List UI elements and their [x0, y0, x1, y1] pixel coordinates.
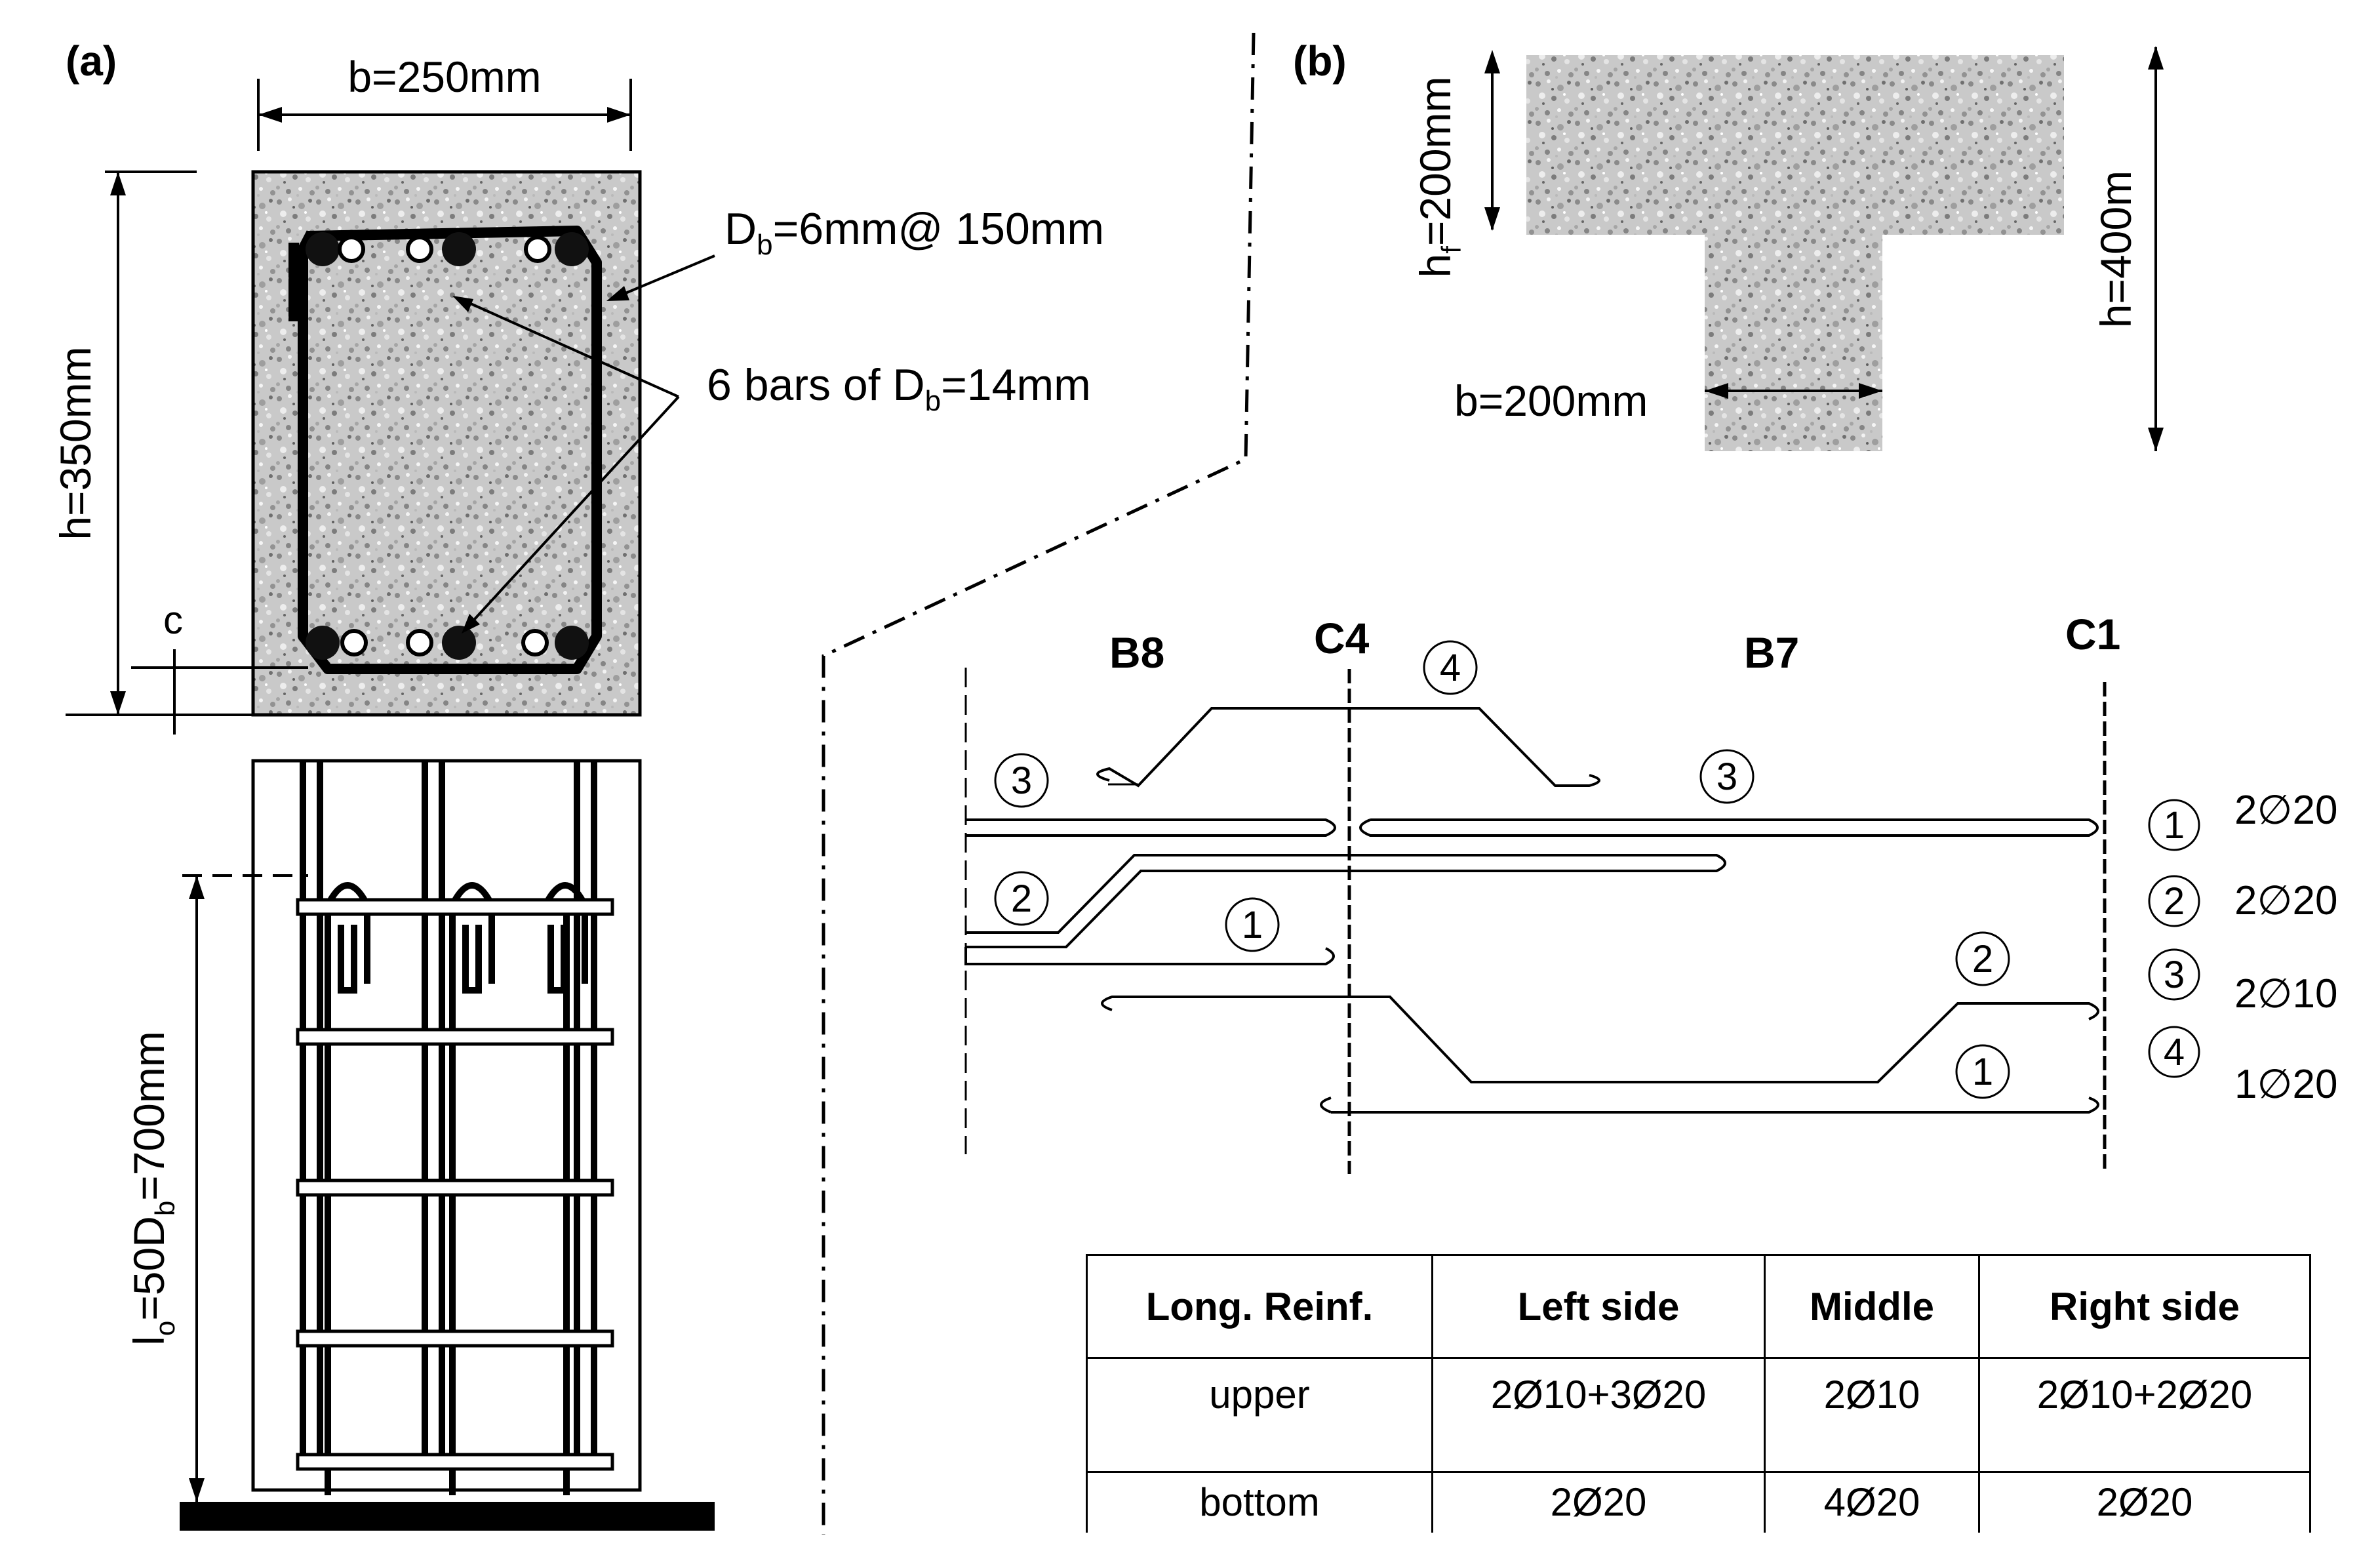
marker-1-right: 1 [1955, 1044, 2010, 1099]
column-label-c4: C4 [1314, 614, 1370, 662]
table-cell: 2Ø10+2Ø20 [1978, 1358, 2311, 1473]
table-cell: bottom [1086, 1472, 1433, 1533]
svg-text:2∅20: 2∅20 [2234, 788, 2337, 833]
marker-3-left: 3 [994, 753, 1049, 808]
bars-callout: 6 bars of Db=14mm [707, 360, 1091, 417]
base-slab [180, 1502, 715, 1531]
marker-4-top: 4 [1423, 640, 1478, 695]
lap-splice-elevation: lo=50Db=700mm [125, 759, 715, 1531]
legend-item-2: 2 2∅20 [2148, 875, 2337, 927]
marker-3-right: 3 [1699, 749, 1755, 804]
table-cell: 2Ø10+3Ø20 [1431, 1358, 1766, 1473]
bar-2-right [1101, 996, 2099, 1083]
svg-text:3: 3 [1011, 759, 1032, 802]
table-row: upper 2Ø10+3Ø20 2Ø10 2Ø10+2Ø20 [1086, 1358, 2311, 1473]
total-height-label: h=400m [2092, 171, 2140, 328]
bar-1-bottom-left [964, 947, 1335, 965]
bottom-bars [306, 626, 589, 660]
legend-item-3: 3 2∅10 [2148, 948, 2337, 1017]
svg-text:2∅10: 2∅10 [2234, 971, 2337, 1017]
bar-1-top-left [966, 818, 1336, 837]
column-label-c1: C1 [2065, 610, 2120, 658]
table-cell: 2Ø20 [1431, 1472, 1766, 1533]
table-header: Left side [1431, 1254, 1766, 1359]
marker-2-right: 2 [1955, 931, 2010, 986]
bar-2-left [966, 854, 1726, 948]
bar-4 [1096, 707, 1600, 788]
panel-b-label: (b) [1293, 37, 1347, 85]
table-header: Right side [1978, 1254, 2311, 1359]
svg-text:4: 4 [2164, 1031, 2185, 1074]
table-header-row: Long. Reinf. Left side Middle Right side [1086, 1254, 2311, 1359]
bar-legend: 1 2∅20 2 2∅20 3 2∅10 4 1∅20 [2148, 788, 2337, 1107]
beam-label-b8: B8 [1109, 628, 1164, 677]
beam-elevation: B8 C4 B7 C1 4 3 [964, 610, 2337, 1174]
legend-item-1: 1 2∅20 [2148, 788, 2337, 851]
flange-depth-label: hf=200mm [1411, 76, 1467, 277]
svg-text:1: 1 [2164, 804, 2185, 847]
height-dimension-label: h=350mm [51, 346, 100, 540]
lap-length-label: lo=50Db=700mm [125, 1031, 180, 1346]
marker-1-left: 1 [1225, 897, 1280, 952]
panel-a: (a) b=250mm [51, 37, 1104, 1531]
svg-text:1∅20: 1∅20 [2234, 1062, 2337, 1107]
stirrup-callout: Db=6mm@ 150mm [724, 204, 1104, 261]
svg-text:1: 1 [1242, 904, 1263, 946]
web-width-label: b=200mm [1454, 376, 1648, 425]
svg-text:4: 4 [1440, 647, 1461, 689]
top-bars [306, 232, 589, 266]
svg-text:2: 2 [1011, 877, 1032, 920]
table-cell: 2Ø10 [1764, 1358, 1980, 1473]
svg-text:2∅20: 2∅20 [2234, 878, 2337, 923]
marker-2-left: 2 [994, 871, 1049, 926]
beam-label-b7: B7 [1744, 628, 1799, 677]
panel-a-label: (a) [66, 37, 117, 85]
svg-text:2: 2 [2164, 880, 2185, 923]
legend-item-4: 4 1∅20 [2148, 1026, 2337, 1107]
table-cell: 2Ø20 [1978, 1472, 2311, 1533]
svg-text:1: 1 [1972, 1051, 1993, 1093]
bar-1-bottom-right [1320, 1097, 2099, 1114]
svg-text:3: 3 [1716, 755, 1737, 798]
reinforcement-table-grid: Long. Reinf. Left side Middle Right side… [1086, 1254, 2311, 1533]
reinforcement-table: Long. Reinf. Left side Middle Right side… [1086, 1254, 2311, 1533]
table-header: Middle [1764, 1254, 1980, 1359]
cover-label: c [163, 598, 183, 642]
panel-b: (b) hf=200mm h=400m b=200mm [1293, 37, 2164, 451]
table-cell: upper [1086, 1358, 1433, 1473]
svg-text:2: 2 [1972, 938, 1993, 980]
bar-1-top-right [1359, 818, 2099, 837]
table-header: Long. Reinf. [1086, 1254, 1433, 1359]
svg-text:3: 3 [2164, 954, 2185, 996]
table-cell: 4Ø20 [1764, 1472, 1980, 1533]
panel-divider [822, 32, 1256, 1535]
width-dimension-label: b=250mm [347, 52, 541, 101]
table-row: bottom 2Ø20 4Ø20 2Ø20 [1086, 1472, 2311, 1533]
t-beam-section [1526, 55, 2064, 451]
